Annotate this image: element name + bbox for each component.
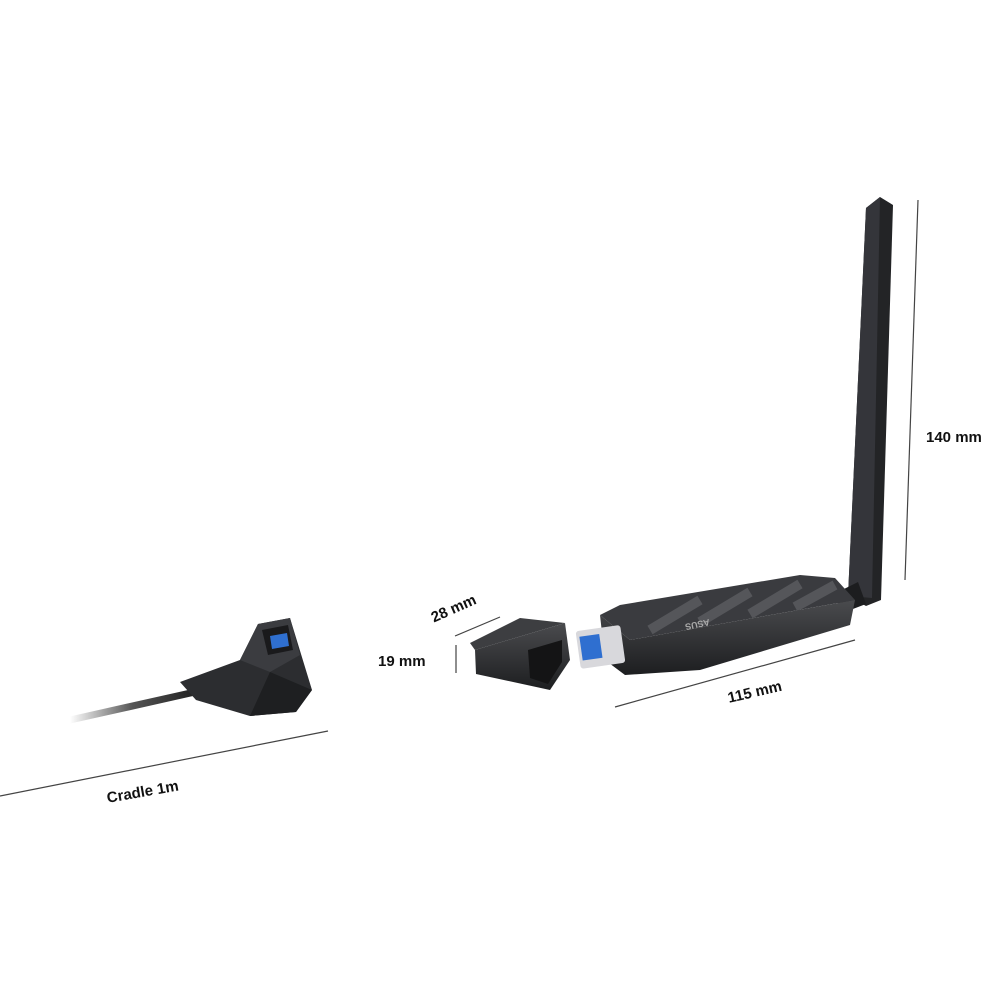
antenna-dimension-line: [904, 199, 919, 581]
cradle-dimension-line: [0, 730, 329, 797]
usb-blue-insert: [579, 633, 603, 661]
cap-width-dimension-line: [454, 616, 501, 637]
usb-dongle: ASUS: [575, 575, 855, 675]
usb-cap: [470, 618, 570, 690]
antenna-height-label: 140 mm: [926, 429, 982, 446]
antenna: [832, 197, 893, 612]
usb-cradle: [66, 618, 312, 724]
cap-height-label: 19 mm: [378, 653, 426, 670]
dongle-dimension-line: [614, 639, 856, 708]
